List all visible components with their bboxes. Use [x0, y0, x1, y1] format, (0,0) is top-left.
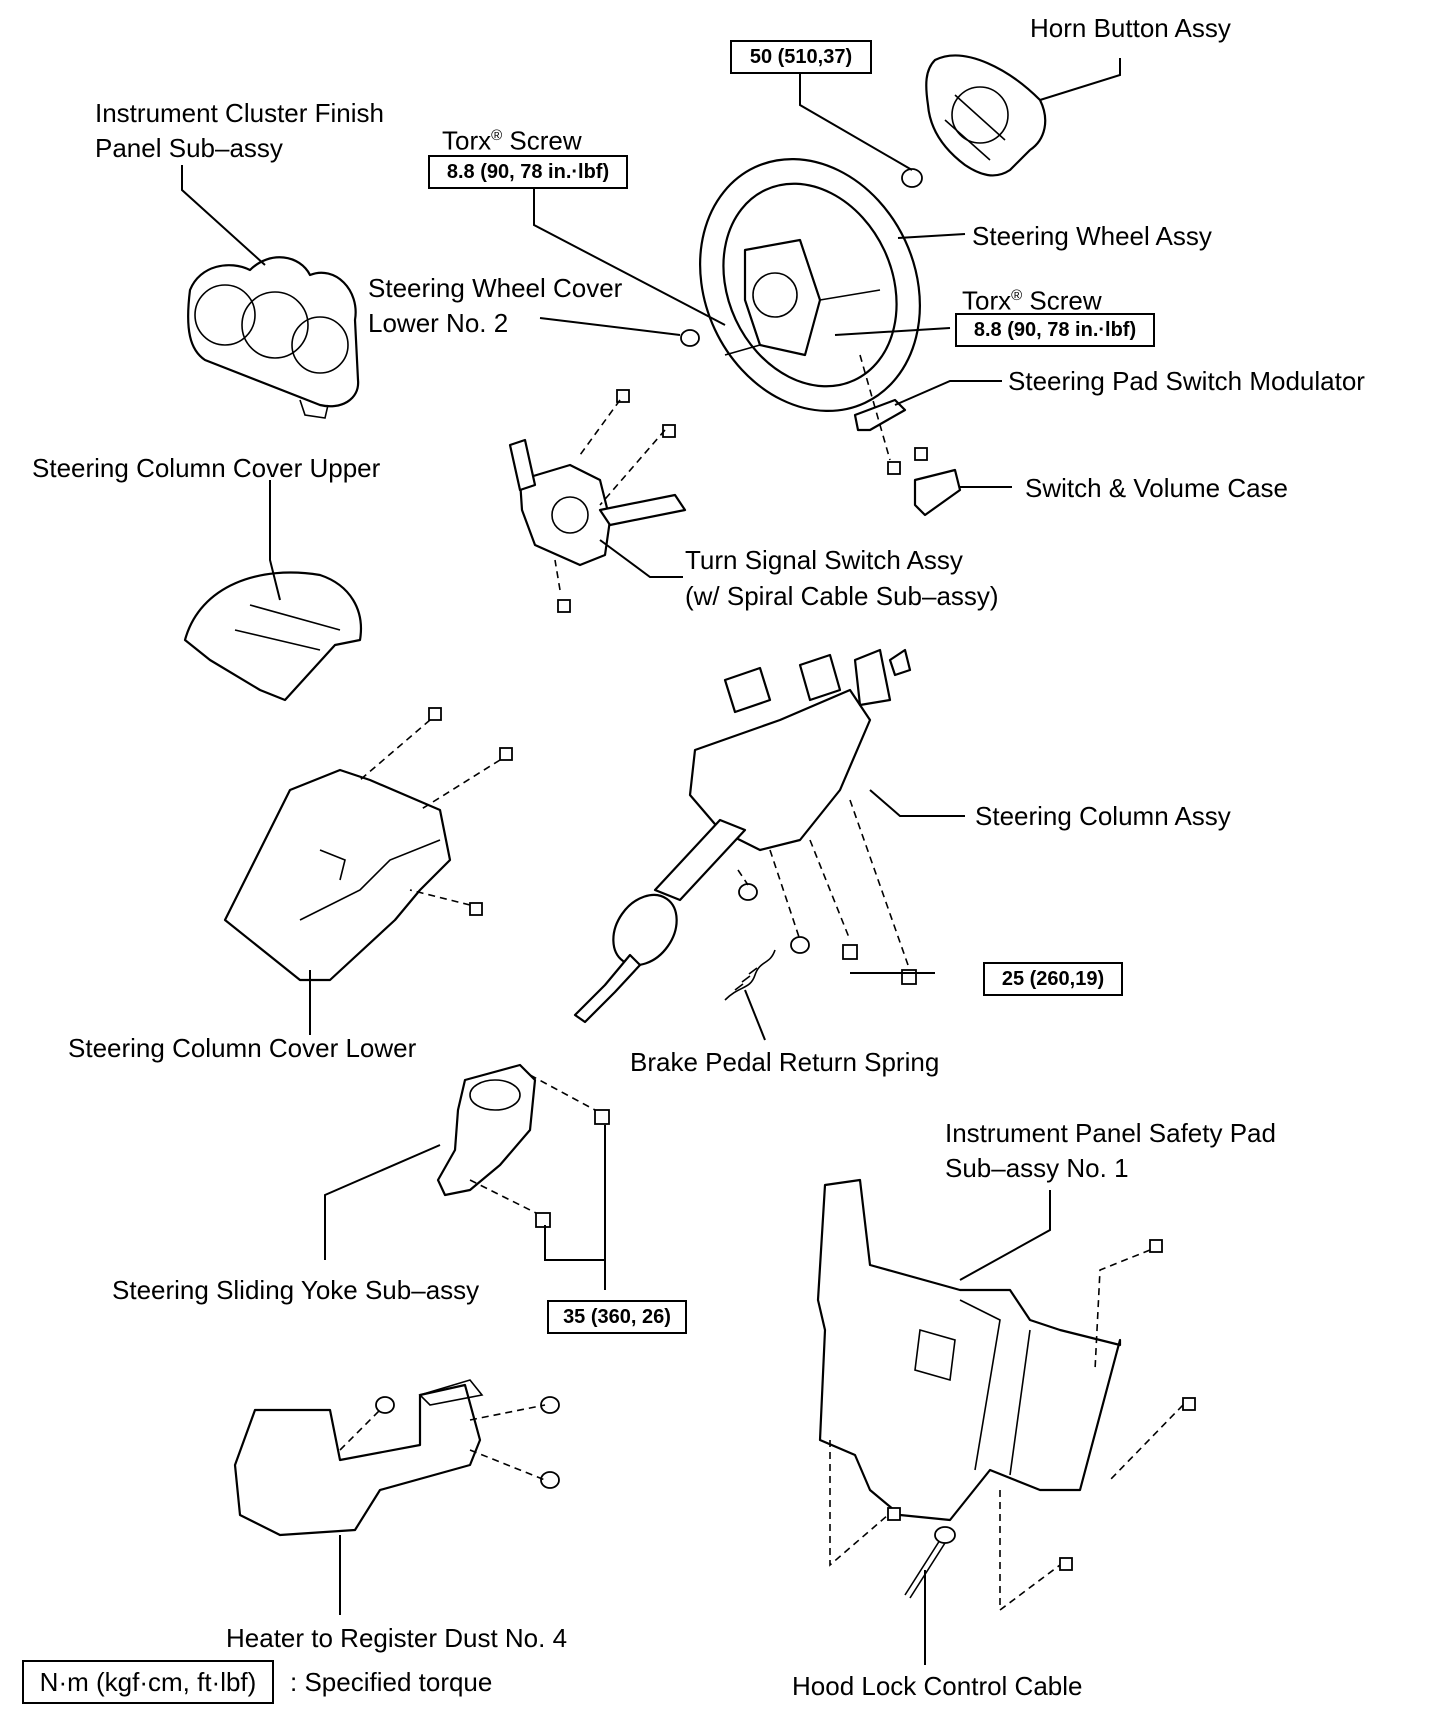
- label-column-cover-lower: Steering Column Cover Lower: [68, 1033, 417, 1063]
- registered-mark-right: ®: [1011, 287, 1023, 304]
- label-torx-screw-top: Torx® Screw: [442, 118, 582, 159]
- label-horn-button: Horn Button Assy: [1030, 13, 1231, 43]
- screw-word: Screw: [509, 125, 582, 156]
- label-safety-pad-line1: Instrument Panel Safety Pad: [945, 1118, 1276, 1148]
- label-wheel-cover-line2: Lower No. 2: [368, 308, 509, 338]
- steering-pad-switch-modulator-part: [853, 398, 962, 517]
- label-torx-screw-right: Torx® Screw: [962, 278, 1102, 319]
- turn-signal-switch-part: [508, 438, 687, 567]
- assembly-dashed-lines: [339, 354, 1184, 1612]
- label-pad-switch-modulator: Steering Pad Switch Modulator: [1008, 366, 1365, 396]
- torque-torx-top: 8.8 (90, 78 in.·lbf): [428, 155, 628, 189]
- label-safety-pad-line2: Sub–assy No. 1: [945, 1153, 1129, 1183]
- brake-pedal-return-spring-part: [724, 949, 776, 1001]
- registered-mark: ®: [491, 127, 503, 144]
- instrument-panel-safety-pad-part: [816, 1178, 1122, 1522]
- label-turn-signal-line1: Turn Signal Switch Assy: [685, 545, 963, 575]
- label-heater-duct: Heater to Register Dust No. 4: [226, 1623, 568, 1653]
- torx-word: Torx: [442, 125, 492, 156]
- steering-sliding-yoke-part: [436, 1063, 610, 1228]
- screw-word-right: Screw: [1029, 285, 1102, 316]
- label-hood-cable: Hood Lock Control Cable: [792, 1671, 1083, 1701]
- hood-lock-control-cable-part: [904, 1526, 956, 1599]
- legend-unit-box: N·m (kgf·cm, ft·lbf): [22, 1660, 274, 1704]
- steering-wheel-part: [699, 158, 921, 412]
- label-wheel-cover-line1: Steering Wheel Cover: [368, 273, 623, 303]
- instrument-cluster-finish-panel-part: [187, 256, 360, 419]
- torx-word-right: Torx: [962, 285, 1012, 316]
- torque-torx-right: 8.8 (90, 78 in.·lbf): [955, 313, 1155, 347]
- label-brake-spring: Brake Pedal Return Spring: [630, 1047, 940, 1077]
- label-cluster-finish-line1: Instrument Cluster Finish: [95, 98, 384, 128]
- horn-button-part: [925, 54, 1047, 177]
- label-turn-signal-line2: (w/ Spiral Cable Sub–assy): [685, 581, 999, 611]
- steering-column-cover-upper-part: [183, 571, 363, 702]
- torque-horn-nut: 50 (510,37): [730, 40, 872, 74]
- torque-yoke-bolt: 35 (360, 26): [547, 1300, 687, 1334]
- safety-pad-fasteners: [887, 1239, 1196, 1571]
- leader-lines: [181, 58, 1121, 1665]
- legend-unit-text: : Specified torque: [290, 1667, 493, 1697]
- cover-lower-screws: [428, 389, 928, 916]
- label-column-cover-upper: Steering Column Cover Upper: [32, 453, 381, 483]
- label-sliding-yoke: Steering Sliding Yoke Sub–assy: [112, 1275, 480, 1305]
- heater-register-duct-part: [233, 1379, 560, 1537]
- steering-column-part: [573, 648, 912, 1024]
- torque-column-bolt: 25 (260,19): [983, 962, 1123, 996]
- column-fasteners: [738, 883, 917, 985]
- steering-column-cover-lower-part: [223, 768, 452, 982]
- label-steering-column: Steering Column Assy: [975, 801, 1231, 831]
- label-cluster-finish-line2: Panel Sub–assy: [95, 133, 283, 163]
- label-switch-volume-case: Switch & Volume Case: [1025, 473, 1289, 503]
- label-steering-wheel: Steering Wheel Assy: [972, 221, 1212, 251]
